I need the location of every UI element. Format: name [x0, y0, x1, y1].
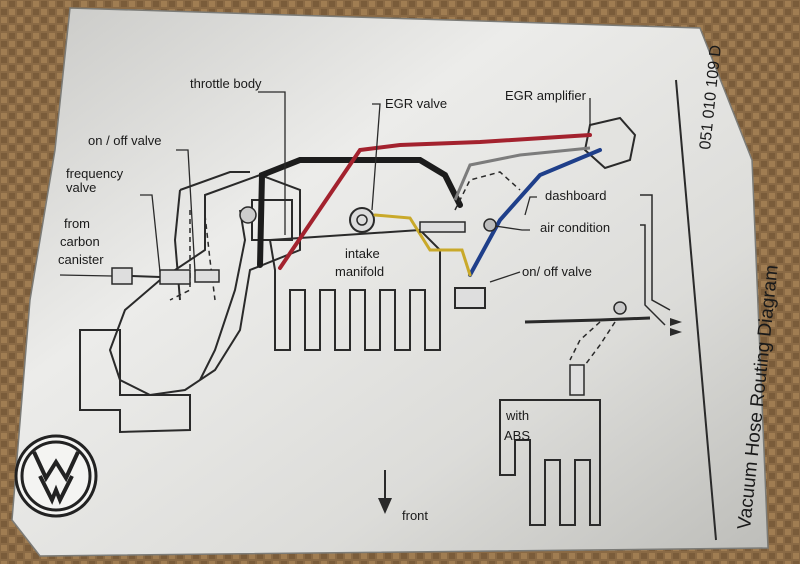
- label-throttle-body: throttle body: [190, 76, 262, 91]
- arrow-right-1: [670, 318, 682, 326]
- label-dashboard: dashboard: [545, 188, 606, 203]
- vw-logo: [14, 434, 98, 518]
- hose-black: [257, 157, 463, 268]
- egr-valve: [349, 207, 375, 233]
- abs-valve: [569, 364, 585, 396]
- throttle-port: [239, 206, 257, 224]
- hose-red: [278, 133, 592, 270]
- leader-lines: [59, 91, 591, 283]
- egr-valve-center: [356, 214, 368, 226]
- t-connector: [419, 221, 466, 233]
- intake-manifold: [268, 228, 441, 351]
- label-on-off-valve-left: on / off valve: [88, 133, 161, 148]
- check-valve: [483, 218, 497, 232]
- dashed-hose-egr: [454, 171, 521, 211]
- label-egr-amplifier: EGR amplifier: [505, 88, 587, 103]
- dashed-hose-left: [169, 210, 216, 301]
- canister-hose: [131, 275, 161, 278]
- on-off-valve-right-body: [454, 287, 486, 309]
- canister-connector: [111, 267, 133, 285]
- label-with: with: [505, 408, 529, 423]
- title-divider-line: [675, 79, 717, 541]
- label-intake: intake: [345, 246, 380, 261]
- label-canister: canister: [58, 252, 104, 267]
- front-arrow-head: [378, 498, 392, 514]
- label-abs: ABS: [504, 428, 530, 443]
- dashed-hose-abs: [569, 321, 616, 366]
- label-carbon: carbon: [60, 234, 100, 249]
- frequency-valve: [159, 269, 191, 285]
- dashboard-lines: [640, 194, 671, 326]
- label-front: front: [402, 508, 428, 523]
- label-from: from: [64, 216, 90, 231]
- dashboard-hoses: [524, 316, 651, 324]
- label-manifold: manifold: [335, 264, 384, 279]
- abs-manifold: [499, 399, 601, 526]
- hose-gray: [453, 146, 591, 201]
- arrow-right-2: [670, 328, 682, 336]
- hose-yellow: [373, 213, 472, 277]
- hose-blue: [468, 148, 602, 277]
- vacuum-connector: [613, 301, 627, 315]
- engine-base-box: [79, 329, 191, 434]
- sticker: [11, 7, 769, 557]
- label-on-off-valve-right: on/ off valve: [522, 264, 592, 279]
- label-egr-valve: EGR valve: [385, 96, 447, 111]
- engine-outline: [108, 173, 301, 397]
- label-frequency: frequency: [66, 166, 124, 181]
- label-valve: valve: [66, 180, 96, 195]
- on-off-valve-left-body: [194, 269, 220, 283]
- label-air-condition: air condition: [540, 220, 610, 235]
